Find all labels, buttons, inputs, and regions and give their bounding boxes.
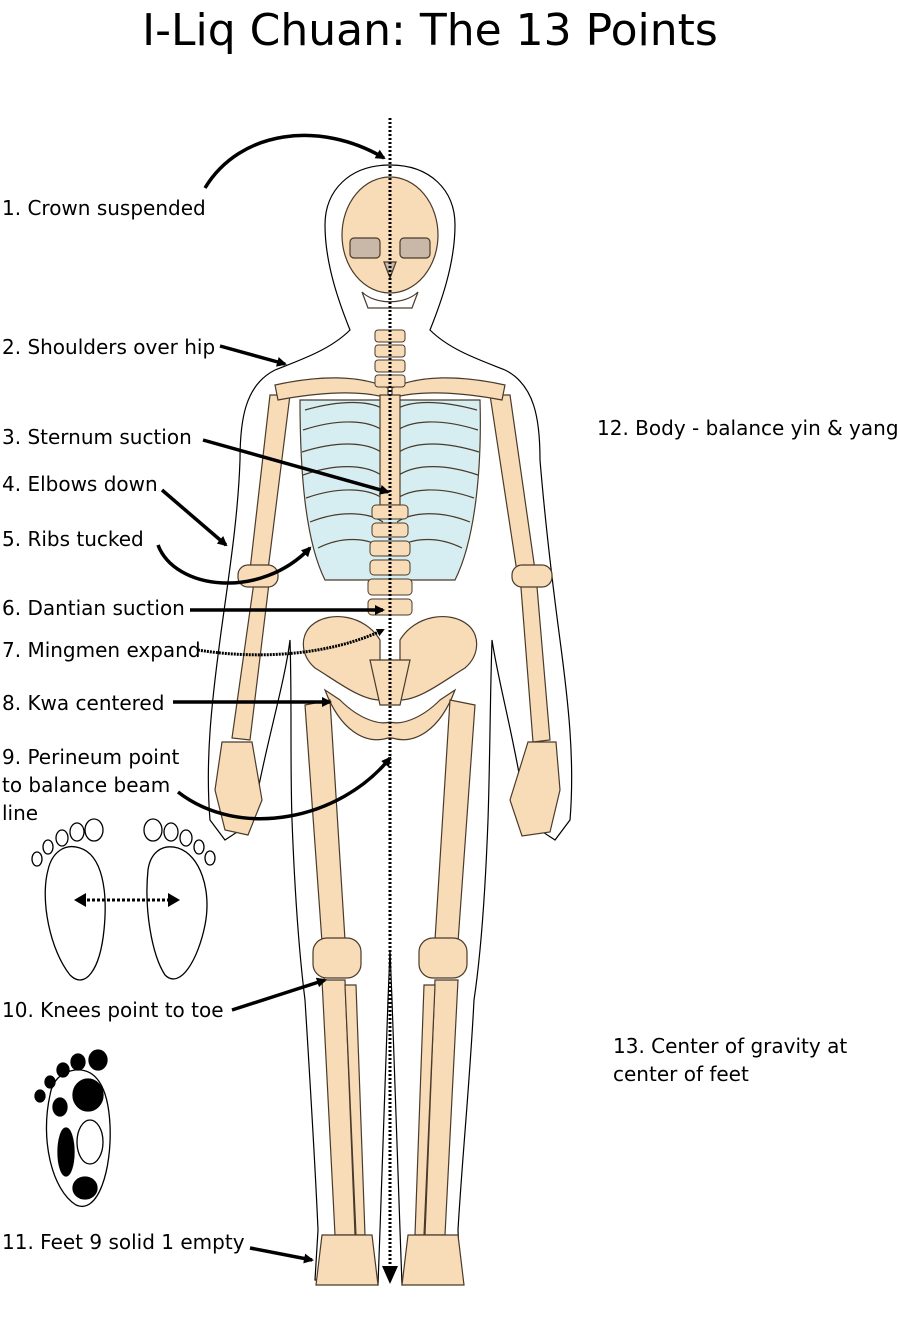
balance-beam-line [382,118,398,1284]
arrow-perineum [176,756,392,821]
arrow-shoulders [219,344,287,367]
leg-bones [304,699,476,1286]
point-label-9: 9. Perineum point to balance beam line [2,745,180,825]
footprint-outlines [31,818,216,981]
diagram-title: I-Liq Chuan: The 13 Points [142,5,718,56]
point-label-7: 7. Mingmen expand [2,638,201,662]
point-label-12: 12. Body - balance yin & yang [597,416,899,440]
point-label-8: 8. Kwa centered [2,691,165,715]
point-label-2: 2. Shoulders over hip [2,335,216,359]
arrow-knees [231,977,327,1012]
arrow-mingmen [197,628,385,657]
arrow-ribs [156,544,312,585]
shoulder-bones [274,377,506,401]
weight-footprint [34,1049,111,1208]
point-label-1: 1. Crown suspended [2,196,206,220]
point-label-3: 3. Sternum suction [2,425,192,449]
arrow-elbows [160,488,228,547]
arrow-sternum [202,438,390,495]
point-label-4: 4. Elbows down [2,472,158,496]
point-label-11: 11. Feet 9 solid 1 empty [2,1230,245,1254]
pointer-arrows [156,133,392,1264]
arrow-feet [249,1246,314,1264]
point-label-13: 13. Center of gravity at center of feet [613,1034,848,1086]
point-label-6: 6. Dantian suction [2,596,185,620]
point-label-10: 10. Knees point to toe [2,998,224,1022]
arrow-crown [203,133,386,189]
pelvis [302,616,478,741]
point-label-5: 5. Ribs tucked [2,527,144,551]
